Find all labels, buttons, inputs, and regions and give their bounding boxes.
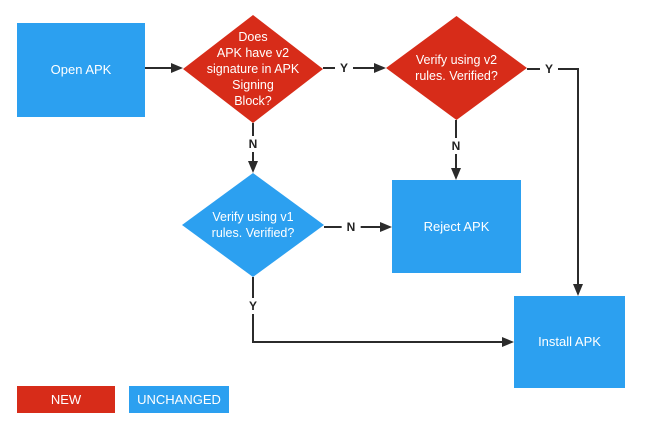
edge-v1verify-to-install [252,277,514,347]
legend-unchanged-label: UNCHANGED [137,392,221,407]
edge-label-v2check-no: N [243,136,263,152]
node-open-apk: Open APK [17,23,145,117]
node-v2-signature-check: Does APK have v2 signature in APK Signin… [183,15,323,123]
edge-label-v2check-yes: Y [334,60,354,76]
legend-new-label: NEW [50,392,82,407]
edge-label-v2verify-yes: Y [539,61,559,77]
edge-label-v1verify-yes: Y [243,298,263,314]
node-v1-verify-label: Verify using v1 rules. Verified? [211,210,295,240]
node-v2-signature-check-label: Does APK have v2 signature in APK Signin… [206,30,300,108]
legend-new-badge: NEW [17,386,115,413]
node-open-apk-label: Open APK [50,62,112,77]
node-v2-verify-label: Verify using v2 rules. Verified? [415,53,498,83]
legend-unchanged-badge: UNCHANGED [129,386,229,413]
edge-label-v2verify-no: N [446,138,466,154]
edge-label-v1verify-no: N [341,219,361,235]
edge-v2verify-to-install [527,68,583,296]
node-v2-verify: Verify using v2 rules. Verified? [386,16,527,120]
node-reject-apk: Reject APK [392,180,521,273]
node-install-apk-label: Install APK [538,334,601,349]
node-v1-verify: Verify using v1 rules. Verified? [182,173,324,277]
node-reject-apk-label: Reject APK [423,218,490,234]
node-install-apk: Install APK [514,296,625,388]
